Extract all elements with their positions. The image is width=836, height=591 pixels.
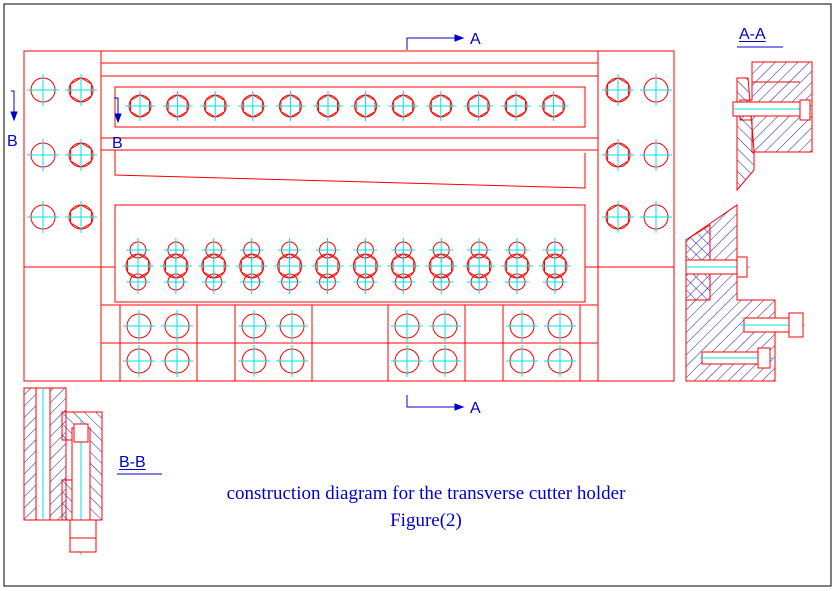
hex-bolt-icon: [65, 201, 97, 233]
hex-bolt-icon: [200, 91, 231, 121]
hex-bolt-icon: [640, 74, 672, 106]
hex-bolt-icon: [640, 139, 672, 171]
hex-bolt-icon: [387, 250, 420, 282]
hex-bolt-icon: [275, 91, 306, 121]
section-a-label-bottom: A: [470, 400, 481, 417]
hex-bolt-icon: [159, 250, 192, 282]
hex-bolt-icon: [273, 250, 306, 282]
hex-bolt-icon: [161, 310, 193, 342]
section-arrow-icon: [10, 34, 465, 411]
hex-bolt-icon: [391, 310, 423, 342]
hex-bolt-icon: [602, 139, 634, 171]
hex-bolt-icon: [27, 201, 59, 233]
hex-bolt-icon: [506, 345, 538, 377]
hex-bolt-icon: [237, 91, 268, 121]
side-section-view: [685, 204, 805, 382]
hex-bolt-icon: [65, 139, 97, 171]
hex-bolt-icon: [429, 310, 461, 342]
hex-bolt-icon: [602, 74, 634, 106]
hex-bolt-icon: [122, 250, 154, 282]
hex-bolt-icon: [544, 345, 576, 377]
hex-bolt-icon: [276, 310, 308, 342]
hex-bolt-icon: [125, 91, 155, 121]
hex-bolt-icon: [161, 345, 193, 377]
hex-bolt-icon: [425, 250, 458, 282]
section-a-label-top: A: [470, 31, 481, 48]
hex-bolt-icon: [506, 310, 538, 342]
hex-bolt-icon: [544, 310, 576, 342]
hex-bolt-icon: [538, 91, 569, 121]
hex-bolt-icon: [501, 91, 531, 121]
bolt-layer: [27, 74, 672, 377]
hex-bolt-icon: [276, 345, 308, 377]
hex-bolt-icon: [123, 310, 155, 342]
hex-bolt-icon: [27, 139, 59, 171]
hex-bolt-icon: [238, 345, 270, 377]
hex-bolt-icon: [429, 345, 461, 377]
hex-bolt-icon: [425, 91, 456, 121]
hex-bolt-icon: [388, 91, 419, 121]
hex-bolt-icon: [350, 91, 381, 121]
hex-bolt-icon: [391, 345, 423, 377]
hex-bolt-icon: [349, 250, 382, 282]
view-aa-title: A-A: [739, 26, 766, 43]
hex-bolt-icon: [65, 74, 97, 106]
hex-bolt-icon: [640, 201, 672, 233]
hex-bolt-icon: [235, 250, 268, 282]
section-b-label-left: B: [7, 133, 18, 150]
view-bb-title: B-B: [119, 454, 146, 471]
hex-bolt-icon: [197, 250, 230, 282]
hex-bolt-icon: [238, 310, 270, 342]
hex-bolt-icon: [501, 250, 533, 282]
hex-bolt-icon: [313, 91, 343, 121]
front-view: [23, 50, 675, 382]
hex-bolt-icon: [123, 345, 155, 377]
hex-bolt-icon: [602, 201, 634, 233]
section-view-aa: [732, 46, 813, 192]
hex-bolt-icon: [311, 250, 344, 282]
drawing-frame: [3, 3, 832, 587]
hex-bolt-icon: [463, 250, 496, 282]
hex-bolt-icon: [463, 91, 494, 121]
section-view-bb: [23, 387, 162, 555]
hex-bolt-icon: [538, 250, 571, 282]
hex-bolt-icon: [162, 91, 193, 121]
hex-bolt-icon: [27, 74, 59, 106]
section-b-label-inner: B: [112, 135, 123, 152]
figure-number: Figure(2): [390, 510, 462, 531]
diagram-caption: construction diagram for the transverse …: [226, 483, 626, 504]
